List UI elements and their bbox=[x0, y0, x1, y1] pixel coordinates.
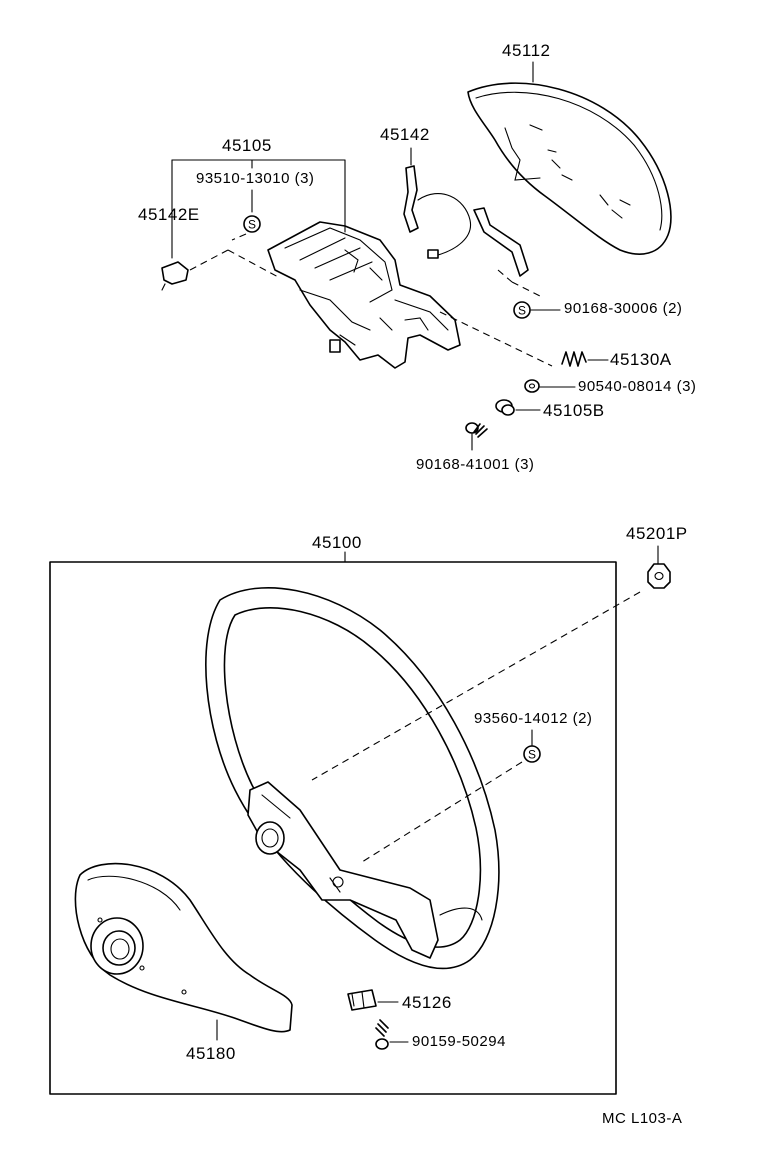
svg-text:S: S bbox=[528, 748, 536, 762]
part-label-45142: 45142 bbox=[380, 125, 430, 144]
assembly-line bbox=[439, 311, 553, 367]
horn-contact-icon bbox=[403, 147, 541, 297]
part-label-90168-30006: 90168-30006 (2) bbox=[564, 300, 683, 317]
part-label-45100: 45100 bbox=[312, 533, 362, 552]
part-label-45180: 45180 bbox=[186, 1044, 236, 1063]
part-label-93510-13010: 93510-13010 (3) bbox=[196, 170, 315, 187]
diagram-code: MC L103-A bbox=[602, 1110, 683, 1127]
washer-icon bbox=[524, 379, 576, 393]
svg-text:S: S bbox=[518, 304, 526, 318]
part-label-45105: 45105 bbox=[222, 136, 272, 155]
leader-lines-45105 bbox=[171, 159, 346, 259]
wheel-assembly-frame bbox=[49, 561, 617, 1095]
part-label-45105B: 45105B bbox=[543, 401, 605, 420]
standard-part-symbol-icon: S bbox=[361, 729, 541, 863]
steering-wheel-icon bbox=[205, 587, 500, 970]
horn-bracket-icon bbox=[267, 221, 461, 369]
horn-pad-icon bbox=[467, 61, 672, 255]
standard-part-symbol-icon: S bbox=[513, 301, 561, 319]
part-label-45126: 45126 bbox=[402, 993, 452, 1012]
screw-icon bbox=[465, 422, 488, 451]
part-label-45142E: 45142E bbox=[138, 205, 200, 224]
part-label-45130A: 45130A bbox=[610, 350, 672, 369]
standard-part-symbol-icon: S bbox=[231, 215, 261, 241]
part-label-45201P: 45201P bbox=[626, 524, 688, 543]
part-label-90168-41001: 90168-41001 (3) bbox=[416, 456, 535, 473]
bushing-icon bbox=[495, 399, 541, 416]
clip-icon bbox=[161, 249, 281, 291]
nut-icon bbox=[311, 545, 671, 781]
part-label-93560-14012: 93560-14012 (2) bbox=[474, 710, 593, 727]
part-label-45112: 45112 bbox=[502, 41, 551, 60]
spring-icon bbox=[561, 351, 609, 367]
part-label-90540-08014: 90540-08014 (3) bbox=[578, 378, 697, 395]
svg-text:S: S bbox=[248, 218, 256, 232]
bracket-icon bbox=[347, 989, 399, 1011]
screw-icon bbox=[375, 1019, 409, 1050]
wheel-cover-icon bbox=[74, 862, 293, 1041]
part-label-90159-50294: 90159-50294 bbox=[412, 1033, 506, 1050]
